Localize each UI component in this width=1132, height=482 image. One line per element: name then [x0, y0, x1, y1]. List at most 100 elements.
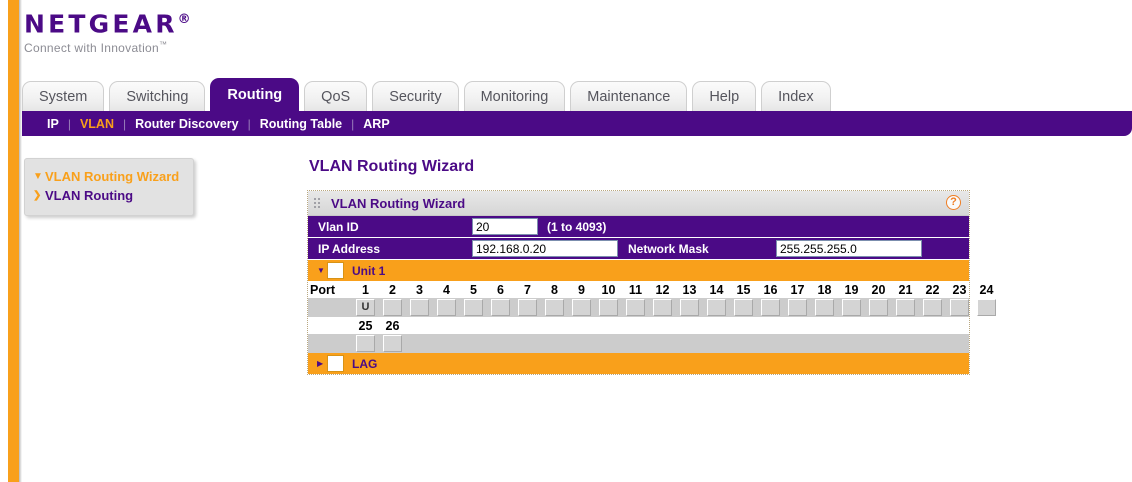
sidebar-item-vlan-routing[interactable]: ❯VLAN Routing	[25, 186, 193, 205]
port-cell-6[interactable]	[491, 299, 510, 316]
port-cell-wrapper-9	[568, 299, 595, 316]
port-cell-wrapper-12	[649, 299, 676, 316]
port-cell-14[interactable]	[707, 299, 726, 316]
sub-nav-item-arp[interactable]: ARP	[363, 116, 390, 131]
port-number-3: 3	[416, 282, 423, 297]
port-cell-11[interactable]	[626, 299, 645, 316]
port-cell-20[interactable]	[869, 299, 888, 316]
lag-collapse-bar[interactable]: ▶ LAG	[308, 353, 969, 374]
port-cell-9[interactable]	[572, 299, 591, 316]
tab-monitoring[interactable]: Monitoring	[463, 81, 566, 111]
port-cell-21[interactable]	[896, 299, 915, 316]
help-icon[interactable]: ?	[946, 195, 961, 210]
main-content: VLAN Routing Wizard VLAN Routing Wizard …	[307, 158, 996, 375]
port-cell-17[interactable]	[788, 299, 807, 316]
port-cell-8[interactable]	[545, 299, 564, 316]
port-cell-wrapper-6	[487, 299, 514, 316]
ip-address-row: IP Address Network Mask	[308, 238, 969, 260]
port-cell-24[interactable]	[977, 299, 996, 316]
sub-nav-separator: |	[351, 116, 355, 131]
port-cell-25[interactable]	[356, 335, 375, 352]
unit-1-label: Unit 1	[352, 263, 386, 278]
lag-select-all-box[interactable]	[327, 355, 344, 372]
port-number-16: 16	[763, 282, 778, 297]
port-cell-16[interactable]	[761, 299, 780, 316]
port-cell-1[interactable]: U	[356, 299, 375, 316]
vlan-id-input[interactable]	[472, 218, 538, 235]
drag-grip-icon[interactable]	[314, 198, 324, 208]
port-row-1-lead-spacer	[308, 298, 352, 317]
sub-nav-separator: |	[67, 116, 71, 131]
port-cell-12[interactable]	[653, 299, 672, 316]
network-mask-input[interactable]	[776, 240, 922, 257]
sub-nav-item-vlan[interactable]: VLAN	[79, 116, 114, 131]
tab-system[interactable]: System	[22, 81, 105, 111]
port-cell-wrapper-14	[703, 299, 730, 316]
port-cell-wrapper-16	[757, 299, 784, 316]
tab-security[interactable]: Security	[372, 81, 459, 111]
port-cell-2[interactable]	[383, 299, 402, 316]
brand-name: NETGEAR®	[24, 6, 191, 38]
tab-index[interactable]: Index	[761, 81, 831, 111]
port-number-13: 13	[682, 282, 697, 297]
port-number-15: 15	[736, 282, 751, 297]
port-number-25: 25	[358, 318, 373, 333]
port-cell-wrapper-24	[973, 299, 1000, 316]
port-cell-13[interactable]	[680, 299, 699, 316]
port-number-23: 23	[952, 282, 967, 297]
sub-nav-separator: |	[247, 116, 251, 131]
port-number-7: 7	[524, 282, 531, 297]
port-cell-wrapper-19	[838, 299, 865, 316]
port-number-22: 22	[925, 282, 940, 297]
page-edge-shadow	[19, 0, 22, 482]
port-cell-wrapper-5	[460, 299, 487, 316]
sub-nav-item-router-discovery[interactable]: Router Discovery	[135, 116, 239, 131]
port-number-12: 12	[655, 282, 670, 297]
port-cell-22[interactable]	[923, 299, 942, 316]
port-cell-wrapper-26	[379, 335, 406, 352]
port-cell-10[interactable]	[599, 299, 618, 316]
tab-routing[interactable]: Routing	[210, 78, 300, 111]
port-cell-18[interactable]	[815, 299, 834, 316]
port-cell-wrapper-7	[514, 299, 541, 316]
port-cell-wrapper-17	[784, 299, 811, 316]
port-cell-wrapper-15	[730, 299, 757, 316]
tab-qos[interactable]: QoS	[304, 81, 368, 111]
sidebar-item-label: VLAN Routing Wizard	[45, 169, 180, 184]
port-cell-5[interactable]	[464, 299, 483, 316]
port-number-8: 8	[551, 282, 558, 297]
port-cell-26[interactable]	[383, 335, 402, 352]
sub-nav-item-ip[interactable]: IP	[47, 116, 59, 131]
chevron-right-icon: ❯	[33, 190, 42, 201]
port-cell-23[interactable]	[950, 299, 969, 316]
port-cell-wrapper-13	[676, 299, 703, 316]
chevron-right-icon: ▶	[317, 359, 324, 368]
port-cell-19[interactable]	[842, 299, 861, 316]
unit-1-collapse-bar[interactable]: ▼ Unit 1	[308, 260, 969, 281]
ip-address-input[interactable]	[472, 240, 618, 257]
unit-1-select-all-box[interactable]	[327, 262, 344, 279]
brand-tagline-text: Connect with Innovation	[24, 41, 159, 56]
port-cell-4[interactable]	[437, 299, 456, 316]
port-number-24: 24	[979, 282, 994, 297]
port-cell-15[interactable]	[734, 299, 753, 316]
tab-help[interactable]: Help	[692, 81, 757, 111]
port-grid-lead-label: Port	[310, 282, 335, 297]
sub-nav-item-routing-table[interactable]: Routing Table	[259, 116, 343, 131]
sidebar-item-vlan-routing-wizard[interactable]: ▼VLAN Routing Wizard	[25, 167, 193, 186]
network-mask-label: Network Mask	[628, 241, 709, 256]
tab-maintenance[interactable]: Maintenance	[570, 81, 688, 111]
port-number-21: 21	[898, 282, 913, 297]
port-number-20: 20	[871, 282, 886, 297]
brand-name-text: NETGEAR	[24, 9, 178, 39]
port-cell-7[interactable]	[518, 299, 537, 316]
port-cell-wrapper-18	[811, 299, 838, 316]
tab-switching[interactable]: Switching	[109, 81, 206, 111]
port-number-26: 26	[385, 318, 400, 333]
port-cell-wrapper-21	[892, 299, 919, 316]
port-row-2-cell-lead-spacer	[308, 334, 352, 353]
port-cell-3[interactable]	[410, 299, 429, 316]
